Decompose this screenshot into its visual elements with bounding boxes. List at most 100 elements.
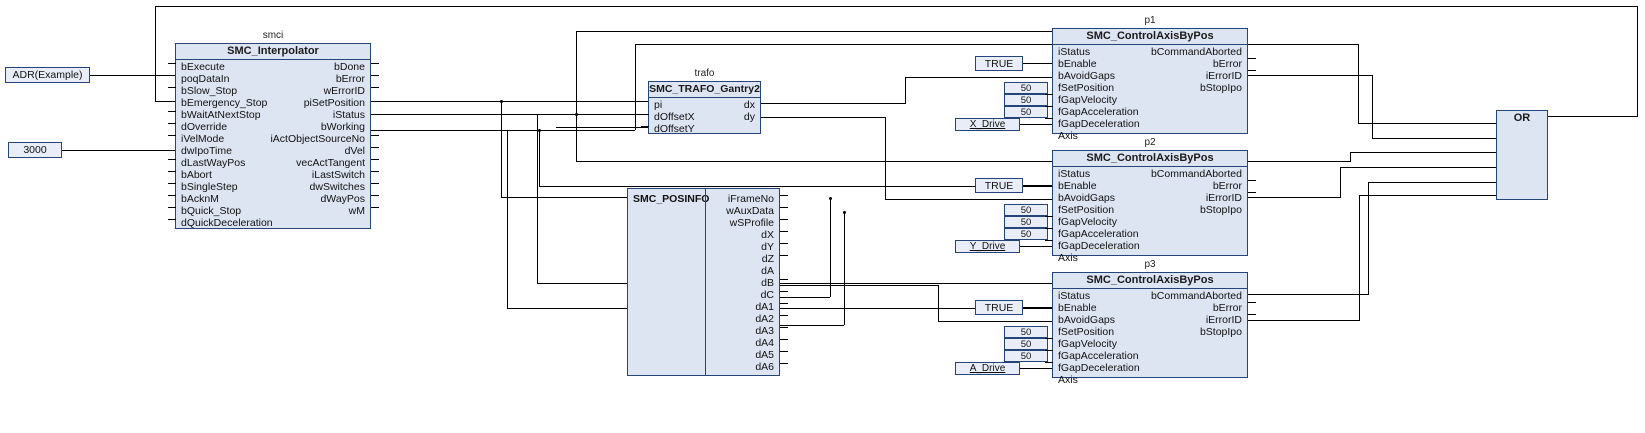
p2-pin-in-bavoidgaps[interactable]: bAvoidGaps [1058, 192, 1116, 204]
pin-out-wauxdata[interactable]: wAuxData [726, 205, 774, 217]
pin-out-iframeno[interactable]: iFrameNo [727, 193, 774, 205]
pin-out-dwswitches[interactable]: dwSwitches [309, 181, 365, 193]
literal-ipo-time[interactable]: 3000 [8, 142, 62, 158]
literal-gap-deceleration-3[interactable]: 50 [1004, 350, 1048, 362]
pin-out-dy-pos[interactable]: dY [761, 241, 774, 253]
p1-pin-out-bstopipo[interactable]: bStopIpo [1199, 82, 1242, 94]
p3-pin-in-benable[interactable]: bEnable [1058, 302, 1097, 314]
block-smc-posinfo[interactable]: SMC_POSINFO iFrameNo wAuxData wSProfile … [627, 188, 780, 376]
pin-out-da6[interactable]: dA6 [755, 361, 774, 373]
p1-pin-out-berror[interactable]: bError [1212, 58, 1242, 70]
p1-pin-in-fgapdeceleration[interactable]: fGapDeceleration [1058, 118, 1140, 130]
p2-pin-out-ierrorid[interactable]: iErrorID [1205, 192, 1242, 204]
variable-x-drive[interactable]: X_Drive [955, 118, 1020, 131]
pin-in-bsinglestep[interactable]: bSingleStep [181, 181, 238, 193]
literal-gap-velocity-1[interactable]: 50 [1004, 82, 1048, 94]
pin-out-dvel[interactable]: dVel [344, 145, 365, 157]
p2-pin-in-istatus[interactable]: iStatus [1058, 168, 1091, 180]
p3-pin-in-fgapvelocity[interactable]: fGapVelocity [1058, 338, 1117, 350]
variable-a-drive[interactable]: A_Drive [955, 362, 1020, 375]
literal-true-1[interactable]: TRUE [975, 56, 1023, 71]
p2-pin-out-bstopipo[interactable]: bStopIpo [1199, 204, 1242, 216]
pin-in-doffsety[interactable]: dOffsetY [654, 123, 695, 135]
p3-pin-in-bavoidgaps[interactable]: bAvoidGaps [1058, 314, 1116, 326]
block-control-axis-by-pos-p2[interactable]: SMC_ControlAxisByPos iStatus bEnable bAv… [1052, 150, 1248, 264]
pin-in-poqdatain[interactable]: poqDataIn [181, 73, 230, 85]
pin-out-da1[interactable]: dA1 [755, 301, 774, 313]
p3-pin-in-fsetposition[interactable]: fSetPosition [1058, 326, 1115, 338]
pin-out-da4[interactable]: dA4 [755, 337, 774, 349]
block-control-axis-by-pos-p1[interactable]: SMC_ControlAxisByPos iStatus bEnable bAv… [1052, 28, 1248, 142]
pin-in-bexecute[interactable]: bExecute [181, 61, 225, 73]
pin-out-wsprofile[interactable]: wSProfile [729, 217, 774, 229]
pin-out-bworking[interactable]: bWorking [320, 121, 365, 133]
p3-pin-out-bcommandaborted[interactable]: bCommandAborted [1150, 290, 1242, 302]
variable-y-drive[interactable]: Y_Drive [955, 240, 1020, 253]
p2-pin-out-berror[interactable]: bError [1212, 180, 1242, 192]
pin-in-doffsetx[interactable]: dOffsetX [654, 111, 695, 123]
pin-out-dx[interactable]: dx [743, 99, 755, 111]
pin-out-da5[interactable]: dA5 [755, 349, 774, 361]
pin-in-bquick-stop[interactable]: bQuick_Stop [181, 205, 242, 217]
pin-in-dwipotime[interactable]: dwIpoTime [181, 145, 232, 157]
p1-pin-out-ierrorid[interactable]: iErrorID [1205, 70, 1242, 82]
block-smc-interpolator[interactable]: SMC_Interpolator bExecute poqDataIn bSlo… [175, 43, 371, 229]
pin-out-dz-pos[interactable]: dZ [761, 253, 774, 265]
literal-gap-acceleration-3[interactable]: 50 [1004, 338, 1048, 350]
pin-in-backnm[interactable]: bAcknM [181, 193, 219, 205]
block-smc-trafo-gantry2[interactable]: SMC_TRAFO_Gantry2 pi dOffsetX dOffsetY d… [648, 81, 761, 135]
p3-pin-in-axis[interactable]: Axis [1058, 374, 1078, 386]
block-or[interactable]: OR [1496, 110, 1548, 200]
p3-pin-out-bstopipo[interactable]: bStopIpo [1199, 326, 1242, 338]
p1-pin-in-fgapvelocity[interactable]: fGapVelocity [1058, 94, 1117, 106]
pin-out-iactobjectsourceno[interactable]: iActObjectSourceNo [270, 133, 365, 145]
pin-in-bwaitatnextstop[interactable]: bWaitAtNextStop [181, 109, 261, 121]
p3-pin-in-fgapdeceleration[interactable]: fGapDeceleration [1058, 362, 1140, 374]
pin-out-db-pos[interactable]: dB [761, 277, 774, 289]
p3-pin-in-istatus[interactable]: iStatus [1058, 290, 1091, 302]
pin-out-istatus[interactable]: iStatus [332, 109, 365, 121]
pin-out-da2[interactable]: dA2 [755, 313, 774, 325]
pin-out-da-pos[interactable]: dA [761, 265, 774, 277]
pin-out-da3[interactable]: dA3 [755, 325, 774, 337]
pin-out-werrorid[interactable]: wErrorID [323, 85, 365, 97]
p2-pin-out-bcommandaborted[interactable]: bCommandAborted [1150, 168, 1242, 180]
p1-pin-in-bavoidgaps[interactable]: bAvoidGaps [1058, 70, 1116, 82]
pin-in-dquickdeceleration[interactable]: dQuickDeceleration [181, 217, 273, 229]
p1-pin-in-istatus[interactable]: iStatus [1058, 46, 1091, 58]
p3-pin-out-berror[interactable]: bError [1212, 302, 1242, 314]
pin-out-ilastswitch[interactable]: iLastSwitch [311, 169, 365, 181]
pin-out-pisetposition[interactable]: piSetPosition [303, 97, 365, 109]
pin-in-doverride[interactable]: dOverride [181, 121, 228, 133]
pin-out-dwaypos[interactable]: dWayPos [320, 193, 365, 205]
pin-out-berror[interactable]: bError [335, 73, 365, 85]
literal-gap-acceleration-2[interactable]: 50 [1004, 216, 1048, 228]
pin-in-bemergency-stop[interactable]: bEmergency_Stop [181, 97, 268, 109]
pin-out-vecacttangent[interactable]: vecActTangent [296, 157, 365, 169]
literal-adr-example[interactable]: ADR(Example) [5, 67, 90, 83]
literal-true-3[interactable]: TRUE [975, 300, 1023, 315]
pin-out-dx-pos[interactable]: dX [761, 229, 774, 241]
p1-pin-out-bcommandaborted[interactable]: bCommandAborted [1150, 46, 1242, 58]
literal-gap-acceleration-1[interactable]: 50 [1004, 94, 1048, 106]
literal-true-2[interactable]: TRUE [975, 178, 1023, 193]
p2-pin-in-axis[interactable]: Axis [1058, 252, 1078, 264]
pin-out-dc-pos[interactable]: dC [760, 289, 774, 301]
pin-out-dy[interactable]: dy [743, 111, 755, 123]
p1-pin-in-benable[interactable]: bEnable [1058, 58, 1097, 70]
p2-pin-in-fgapvelocity[interactable]: fGapVelocity [1058, 216, 1117, 228]
p2-pin-in-benable[interactable]: bEnable [1058, 180, 1097, 192]
literal-gap-deceleration-2[interactable]: 50 [1004, 228, 1048, 240]
literal-gap-velocity-3[interactable]: 50 [1004, 326, 1048, 338]
p1-pin-in-axis[interactable]: Axis [1058, 130, 1078, 142]
p1-pin-in-fgapacceleration[interactable]: fGapAcceleration [1058, 106, 1139, 118]
p1-pin-in-fsetposition[interactable]: fSetPosition [1058, 82, 1115, 94]
pin-out-wm[interactable]: wM [348, 205, 365, 217]
block-control-axis-by-pos-p3[interactable]: SMC_ControlAxisByPos iStatus bEnable bAv… [1052, 272, 1248, 386]
p3-pin-out-ierrorid[interactable]: iErrorID [1205, 314, 1242, 326]
literal-gap-velocity-2[interactable]: 50 [1004, 204, 1048, 216]
pin-in-pi[interactable]: pi [654, 99, 663, 111]
p3-pin-in-fgapacceleration[interactable]: fGapAcceleration [1058, 350, 1139, 362]
pin-in-dlastwaypos[interactable]: dLastWayPos [181, 157, 246, 169]
pin-out-bdone[interactable]: bDone [334, 61, 365, 73]
